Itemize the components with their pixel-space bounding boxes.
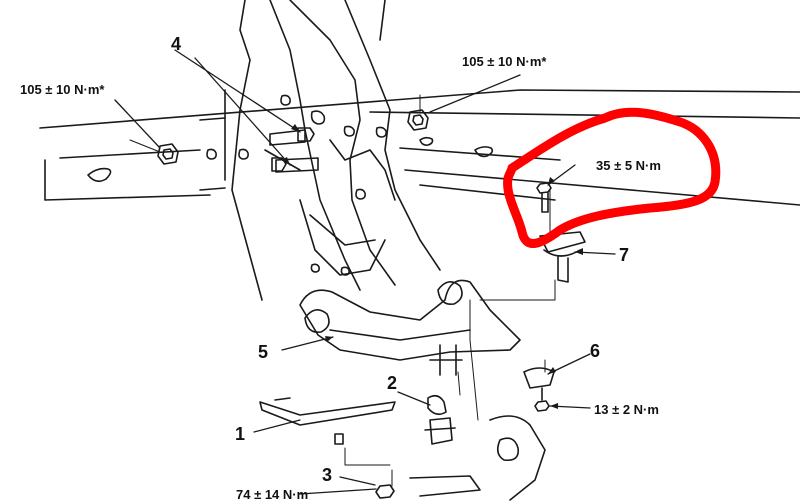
- frame-bracket: [206, 0, 441, 301]
- part-number-1: 1: [235, 424, 246, 444]
- steering-knuckle: [409, 415, 546, 501]
- frame-nuts: [157, 109, 429, 165]
- part-number-6: 6: [590, 341, 601, 361]
- leader-arrowheads: [282, 124, 583, 409]
- red-highlight-loop: [503, 107, 721, 248]
- bracket-part-6: [523, 367, 555, 412]
- assembly-guide-lines: [129, 94, 556, 487]
- part-number-3: 3: [322, 465, 333, 485]
- nut-part-3: [375, 484, 395, 499]
- torque-label-right-nut: 105 ± 10 N·m*: [462, 54, 547, 69]
- bolts-part-4: [269, 127, 319, 173]
- bushing-part-2: [424, 394, 456, 445]
- torque-label-ball-joint: 35 ± 5 N·m: [596, 158, 661, 173]
- upper-arm-part-5: [299, 279, 521, 376]
- part-number-2: 2: [387, 373, 398, 393]
- stabilizer-part-1: [259, 397, 396, 445]
- torque-label-part-6-bolt: 13 ± 2 N·m: [594, 402, 659, 417]
- part-number-5: 5: [258, 342, 269, 362]
- torque-label-part-3-nut: 74 ± 14 N·m: [236, 487, 309, 502]
- torque-label-left-nut: 105 ± 10 N·m*: [20, 82, 105, 97]
- frame-rail: [39, 89, 800, 206]
- part-number-7: 7: [619, 245, 630, 265]
- part-number-4: 4: [171, 34, 182, 54]
